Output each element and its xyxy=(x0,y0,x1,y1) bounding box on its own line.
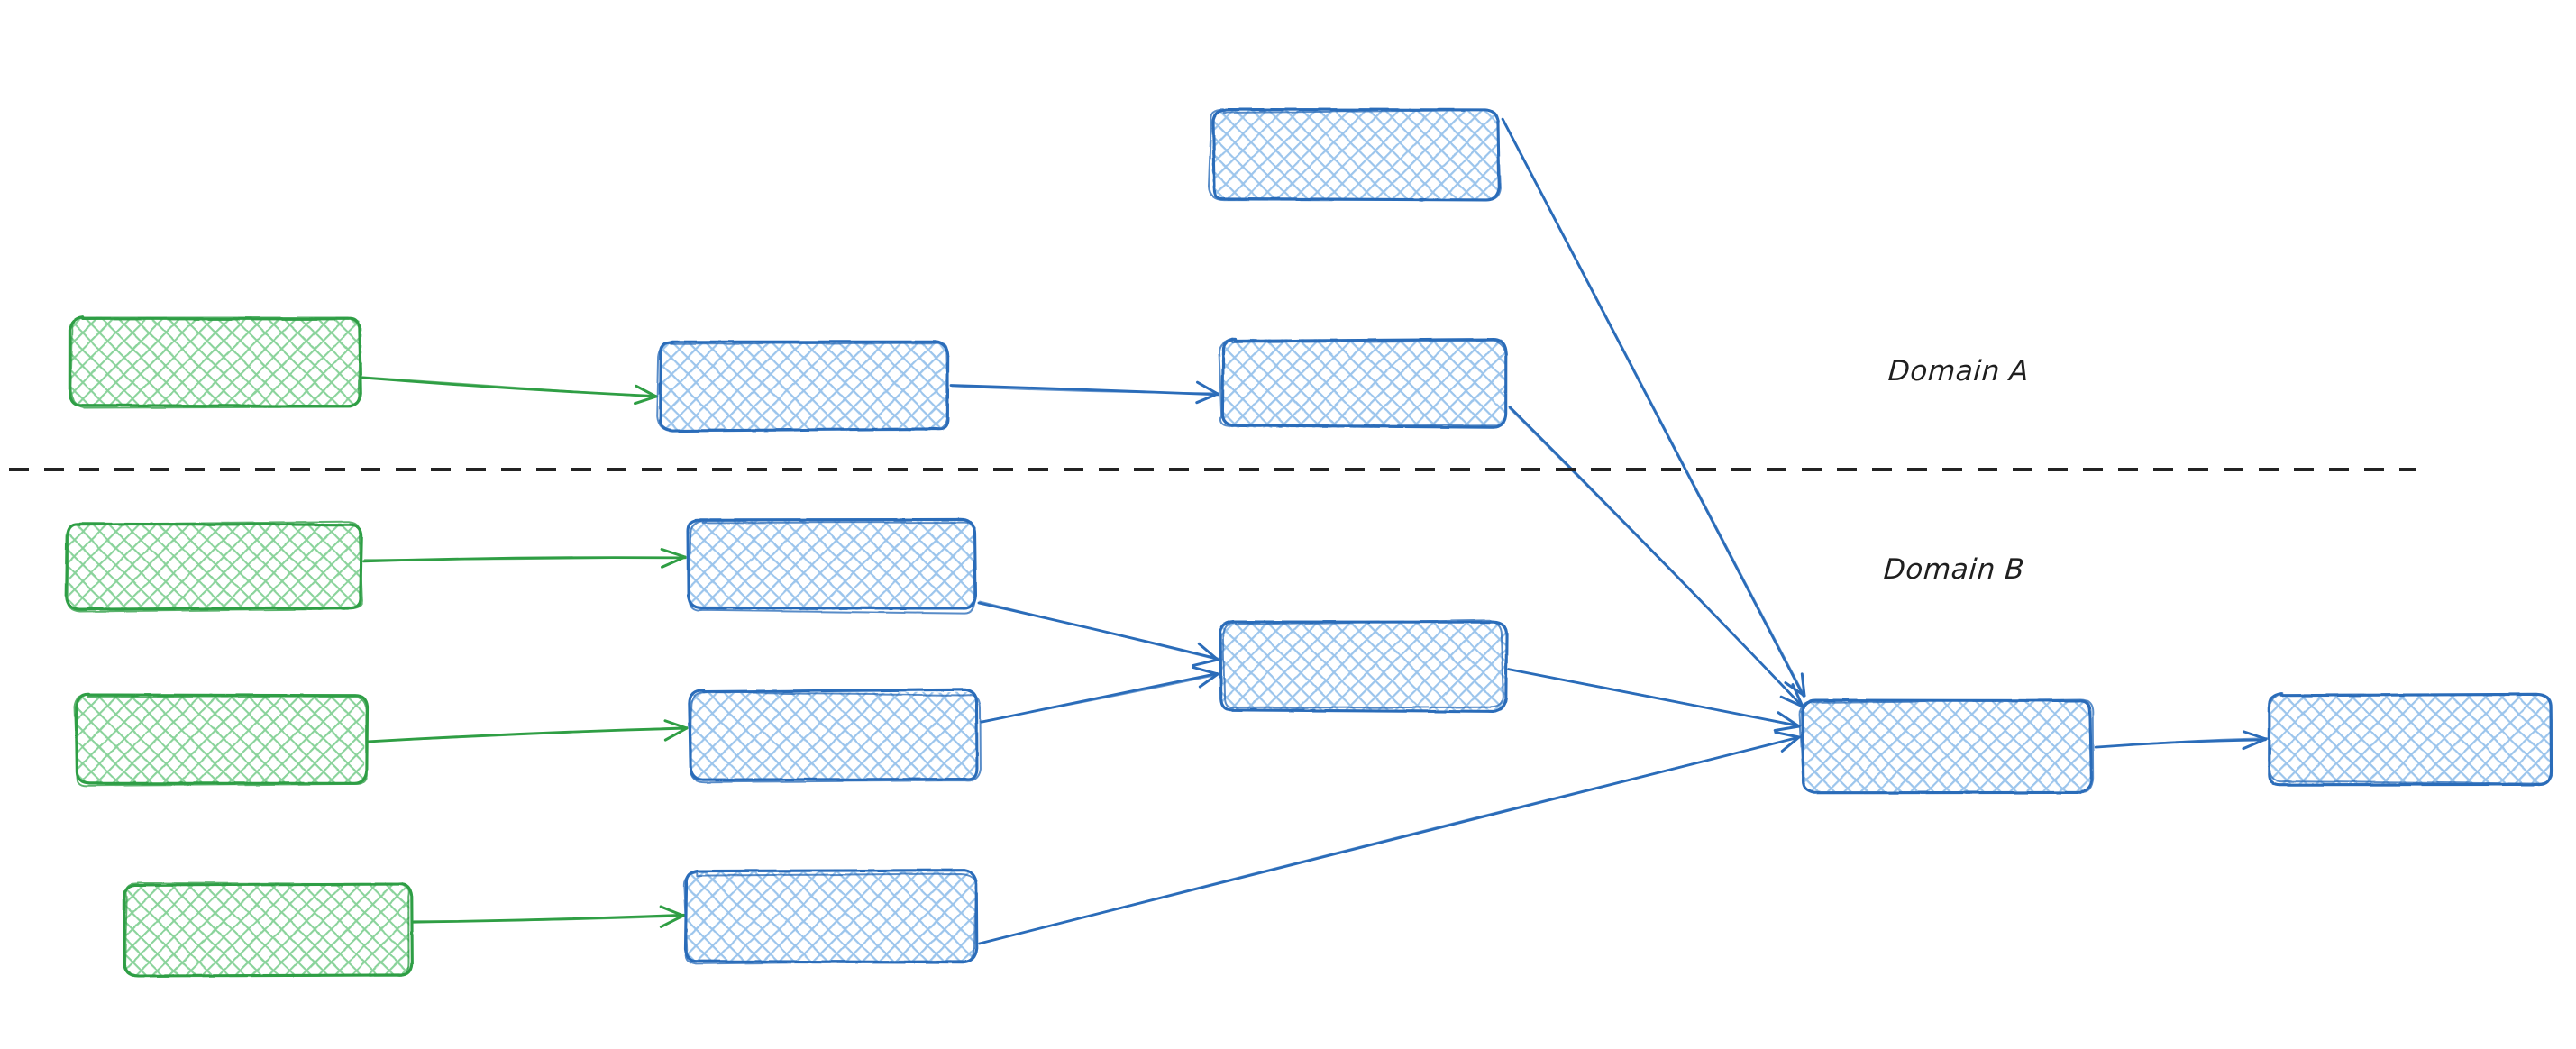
edge-e2 xyxy=(949,380,1220,405)
edge-e4 xyxy=(1508,406,1804,709)
node-a-proc-1 xyxy=(656,340,950,433)
node-b-proc-1 xyxy=(686,517,978,615)
node-a-proc-0 xyxy=(1208,107,1502,202)
node-b-src-2 xyxy=(73,692,370,787)
node-b-sink xyxy=(1798,698,2095,795)
node-a-proc-0[interactable] xyxy=(1212,110,1499,200)
node-a-proc-2 xyxy=(1218,337,1508,429)
node-b-proc-3 xyxy=(682,869,979,965)
node-b-proc-1[interactable] xyxy=(690,521,976,610)
node-b-merge[interactable] xyxy=(1221,622,1505,710)
node-a-src-1[interactable] xyxy=(70,317,361,406)
node-b-src-1 xyxy=(64,521,363,613)
node-b-proc-2[interactable] xyxy=(690,692,978,780)
edge-e6 xyxy=(366,719,689,743)
edge-e10 xyxy=(1507,668,1801,733)
edge-e3 xyxy=(1501,117,1806,698)
edge-e12 xyxy=(2094,730,2269,751)
domain-b-label: Domain B xyxy=(1882,553,2026,586)
edge-e11 xyxy=(978,731,1802,945)
node-b-out xyxy=(2268,691,2553,787)
domain-a-label: Domain A xyxy=(1886,355,2031,388)
edge-e5 xyxy=(362,548,687,569)
node-a-src-1 xyxy=(68,315,362,409)
edges-layer xyxy=(360,117,2269,945)
edge-e7 xyxy=(411,905,686,928)
edge-e9 xyxy=(979,666,1219,724)
edge-e1 xyxy=(360,376,658,406)
node-b-proc-3[interactable] xyxy=(687,872,975,962)
node-b-src-1[interactable] xyxy=(68,523,361,609)
node-b-src-2[interactable] xyxy=(77,696,365,784)
node-a-proc-2[interactable] xyxy=(1221,339,1505,427)
node-b-sink[interactable] xyxy=(1803,701,2091,791)
node-b-merge xyxy=(1219,619,1509,714)
node-b-src-3[interactable] xyxy=(123,885,410,975)
edge-e8 xyxy=(977,600,1219,667)
node-b-src-3 xyxy=(123,882,414,978)
node-b-out[interactable] xyxy=(2270,696,2551,784)
nodes-layer xyxy=(64,107,2553,978)
node-a-proc-1[interactable] xyxy=(660,342,948,431)
node-b-proc-2 xyxy=(688,688,982,783)
